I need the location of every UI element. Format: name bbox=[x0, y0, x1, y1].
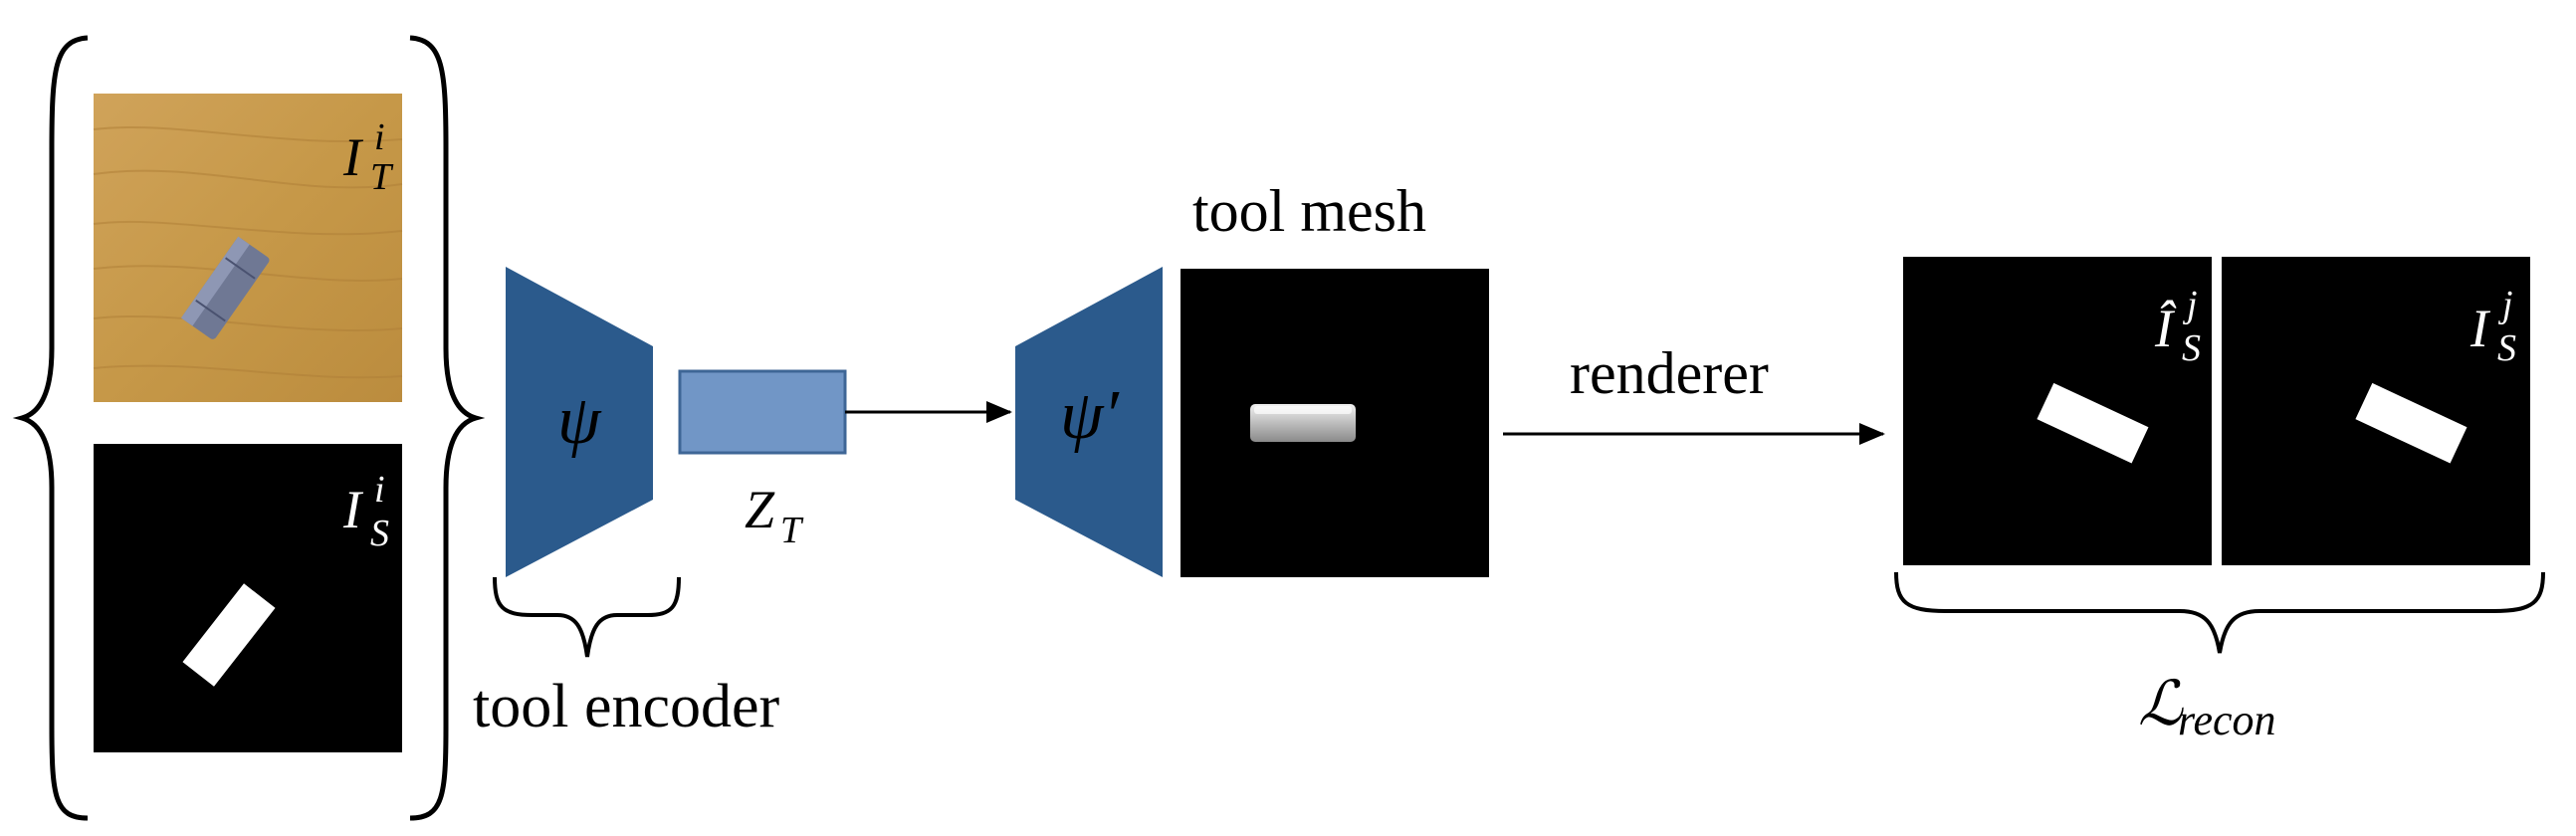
latent-label: Z bbox=[745, 480, 775, 539]
rendered-label: Î bbox=[2154, 299, 2177, 358]
encoder-symbol: ψ bbox=[557, 382, 602, 459]
tool-block bbox=[180, 236, 270, 339]
tool-image-sub: T bbox=[370, 156, 394, 198]
rendered-silhouette-shape bbox=[2037, 382, 2149, 464]
silhouette-panel bbox=[94, 444, 402, 752]
silhouette-sub: S bbox=[370, 513, 389, 554]
tool-mesh-label: tool mesh bbox=[1192, 178, 1426, 244]
tool-image-label: I bbox=[342, 127, 364, 187]
silhouette-shape bbox=[182, 583, 276, 687]
right-input-brace bbox=[409, 35, 486, 821]
rendered-silhouette-panel bbox=[1903, 257, 2212, 565]
left-input-brace bbox=[12, 35, 89, 821]
target-sub: S bbox=[2497, 327, 2516, 369]
loss-brace bbox=[1894, 571, 2545, 654]
silhouette-sup: i bbox=[374, 469, 385, 511]
target-silhouette-panel bbox=[2222, 257, 2530, 565]
tool-image-panel bbox=[93, 94, 403, 402]
tool-mesh-panel bbox=[1181, 269, 1489, 577]
target-silhouette-shape bbox=[2355, 382, 2468, 464]
loss-label: ℒ bbox=[2138, 671, 2184, 738]
decoder-symbol: ψ′ bbox=[1060, 377, 1120, 454]
rendered-sub: S bbox=[2182, 327, 2201, 369]
tool-image-sup: i bbox=[374, 116, 385, 158]
renderer-label: renderer bbox=[1570, 340, 1769, 406]
silhouette-label: I bbox=[342, 480, 364, 539]
latent-box bbox=[678, 369, 847, 455]
tool-encoder-brace bbox=[493, 576, 681, 658]
tool-encoder-label: tool encoder bbox=[473, 673, 780, 740]
loss-sub: recon bbox=[2178, 696, 2276, 744]
decoder-trapezoid bbox=[1015, 267, 1163, 577]
target-label: I bbox=[2469, 299, 2491, 358]
latent-sub: T bbox=[780, 510, 804, 551]
encoder-trapezoid bbox=[506, 267, 653, 577]
